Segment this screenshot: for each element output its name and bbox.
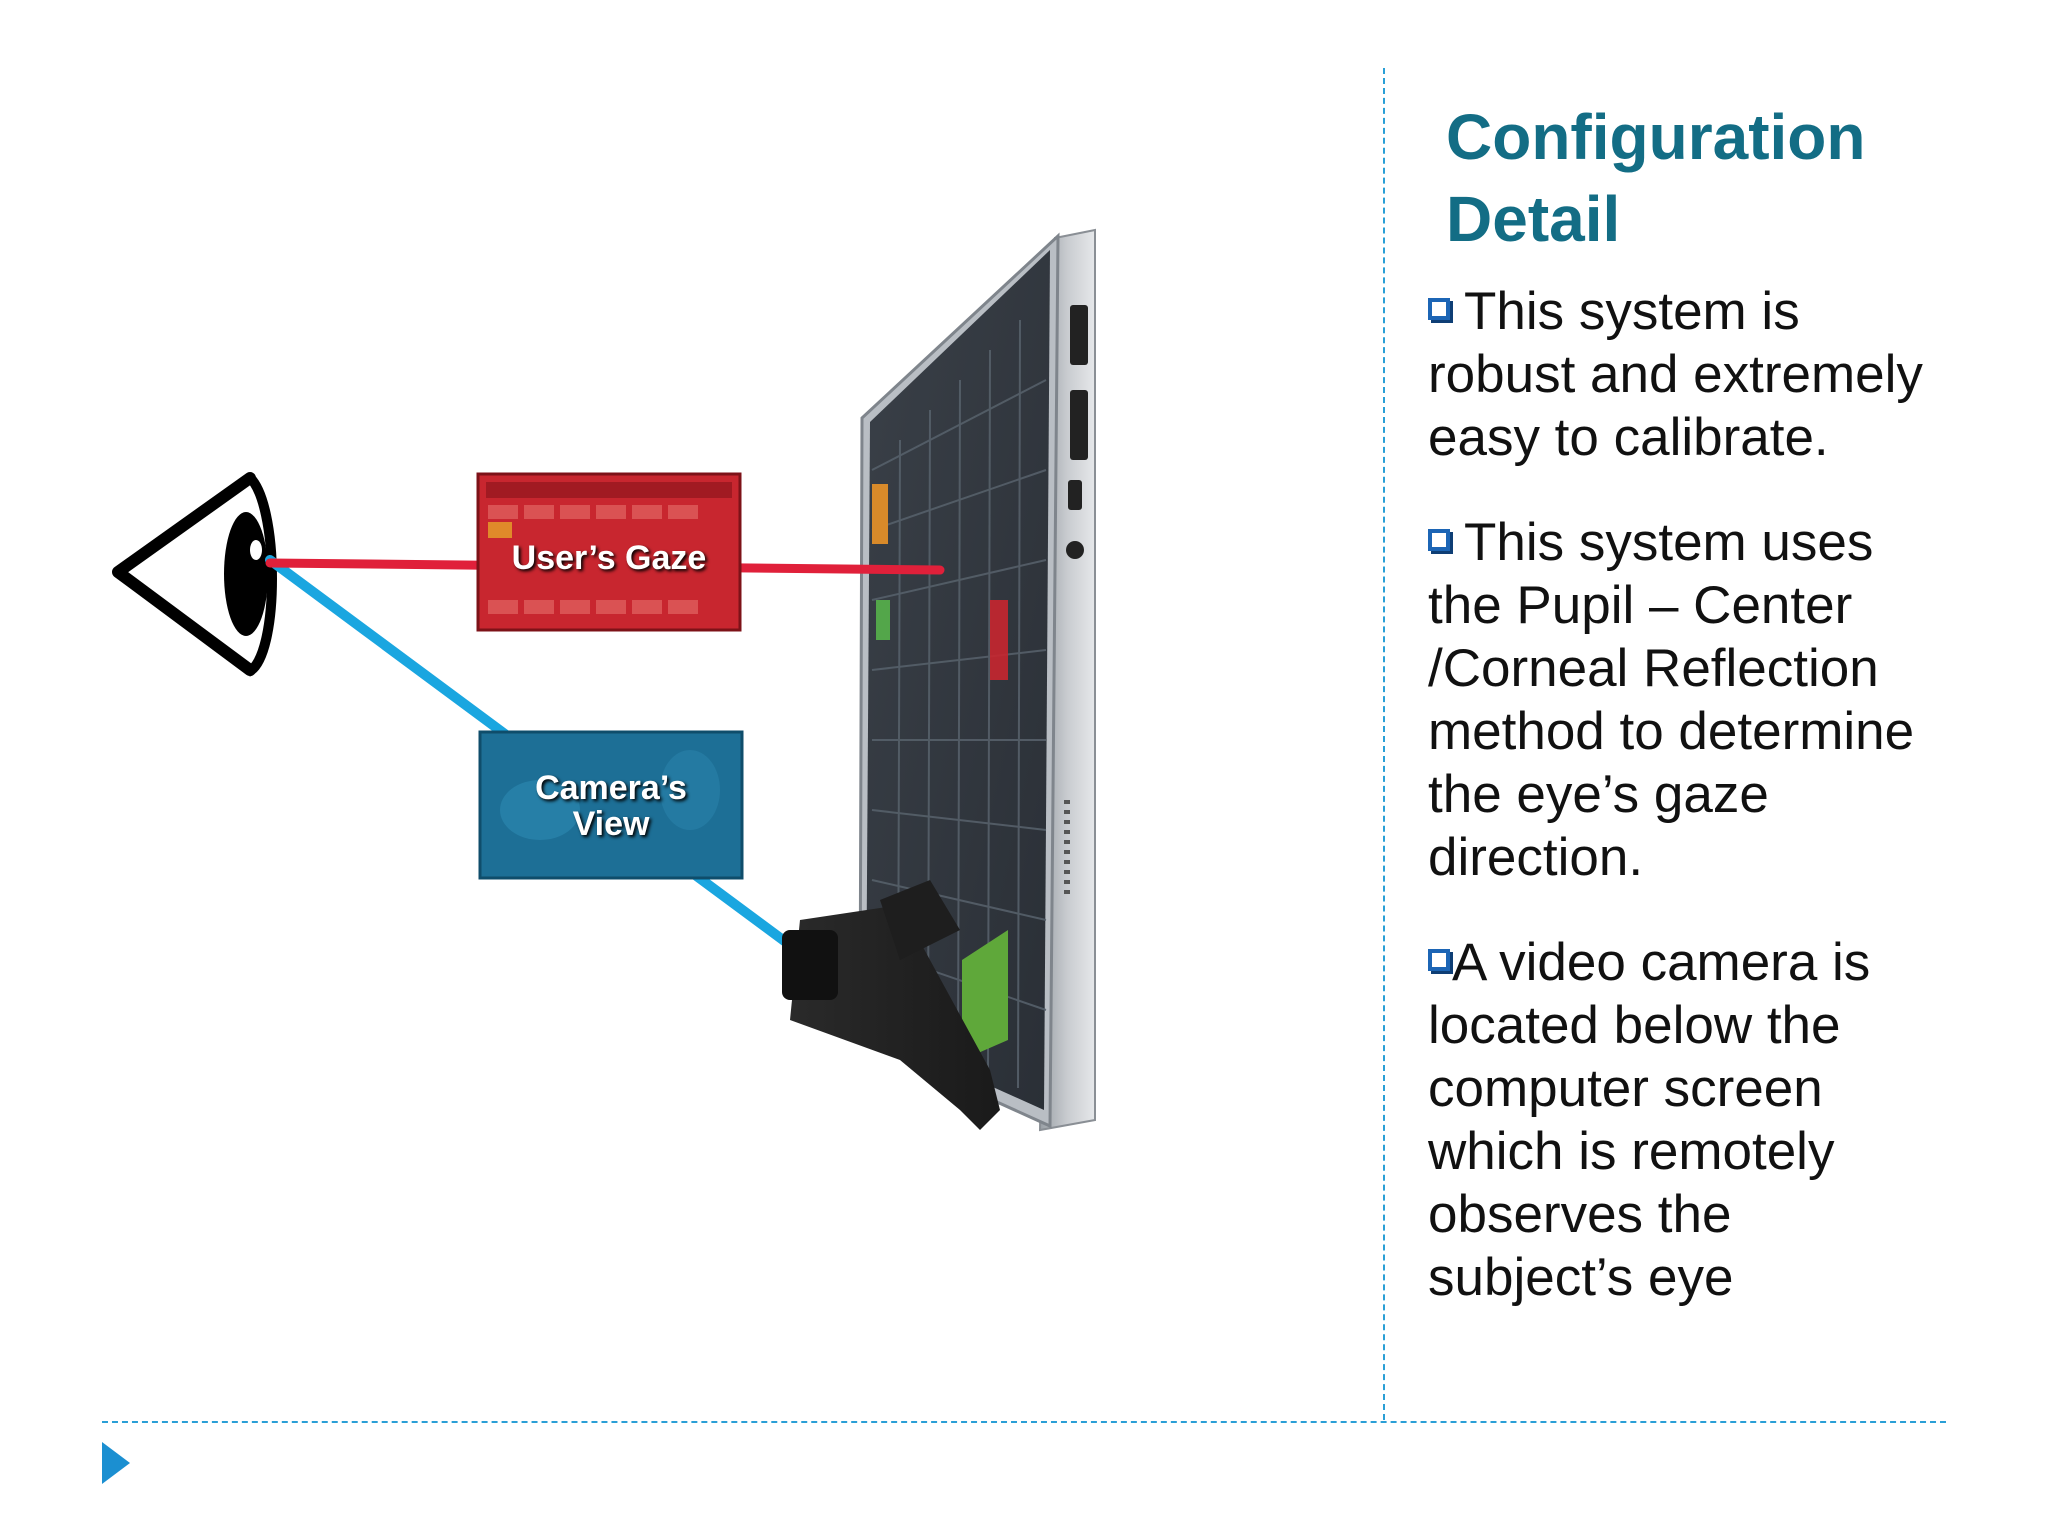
vertical-divider: [1383, 68, 1385, 1420]
slide-title: Configuration Detail: [1446, 96, 1865, 260]
camera-view-label-line2: View: [572, 805, 650, 843]
bullet-line: subject’s eye: [1428, 1248, 1734, 1307]
bullet-line: robust and extremely: [1428, 345, 1923, 404]
checkbox-bullet-icon: [1428, 298, 1450, 320]
camera-view-label-line1: Camera’s: [535, 769, 687, 807]
slide-title-line2: Detail: [1446, 183, 1621, 255]
bullet-line: direction.: [1428, 828, 1644, 887]
bullet-line: This system uses: [1464, 513, 1874, 572]
tablet-device: [858, 228, 1096, 1132]
gaze-label: User’s Gaze: [511, 539, 707, 577]
bullet-item: A video camera is located below the comp…: [1428, 931, 1988, 1309]
bullet-line: which is remotely: [1428, 1122, 1835, 1181]
eye-tracking-illustration: User’s Gaze Camera’s View: [112, 228, 1096, 1132]
bullet-line: the eye’s gaze: [1428, 765, 1769, 824]
slide-title-line1: Configuration: [1446, 101, 1866, 173]
bullet-line: the Pupil – Center: [1428, 576, 1853, 635]
camera-device: [782, 880, 1000, 1130]
bullet-line: easy to calibrate.: [1428, 408, 1829, 467]
checkbox-bullet-icon: [1428, 949, 1450, 971]
bullet-line: method to determine: [1428, 702, 1915, 761]
bullet-list: This system is robust and extremely easy…: [1428, 280, 1988, 1351]
horizontal-divider: [102, 1421, 1946, 1423]
bullet-line: computer screen: [1428, 1059, 1823, 1118]
bullet-line: located below the: [1428, 996, 1841, 1055]
camera-view-label: Camera’s View: [480, 770, 742, 842]
checkbox-bullet-icon: [1428, 529, 1450, 551]
bullet-line: observes the: [1428, 1185, 1732, 1244]
bullet-item: This system is robust and extremely easy…: [1428, 280, 1988, 469]
bullet-line: A video camera is: [1452, 933, 1871, 992]
gaze-label-box: [476, 472, 742, 632]
illustration-drawing: [112, 228, 1096, 1132]
bullet-item: This system uses the Pupil – Center /Cor…: [1428, 511, 1988, 889]
bullet-line: This system is: [1464, 282, 1800, 341]
footer-arrow-icon: [102, 1442, 130, 1484]
bullet-line: /Corneal Reflection: [1428, 639, 1879, 698]
camera-view-label-box: [478, 730, 744, 880]
eye-icon: [112, 472, 277, 677]
